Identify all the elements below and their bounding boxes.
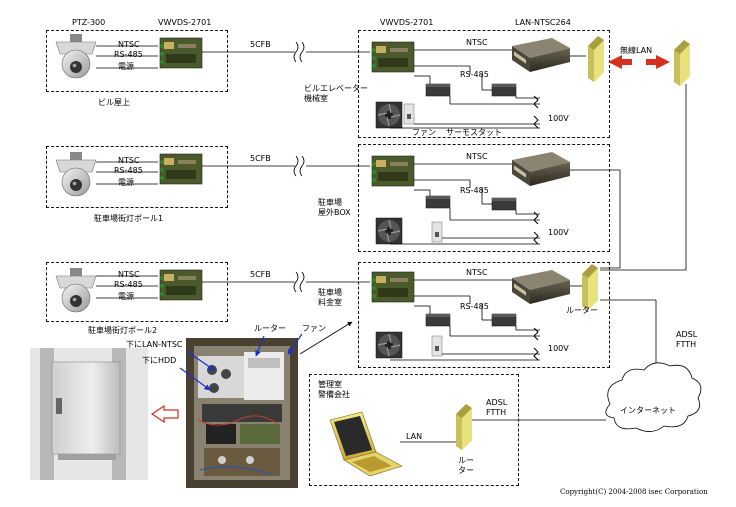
encoder-icon xyxy=(371,41,415,73)
wireless-arrow-icon xyxy=(608,55,632,69)
signal-power-label: 電源 xyxy=(118,178,134,187)
enclosure-photo xyxy=(30,348,148,480)
control-room-adsl-label: ADSL FTTH xyxy=(486,398,508,417)
camera-icon xyxy=(55,151,97,197)
power-supply-icon xyxy=(491,83,517,97)
equipment-location-label: 駐車場 料金室 xyxy=(318,288,342,307)
rs485-label: RS-485 xyxy=(460,186,489,195)
power-supply-icon xyxy=(491,197,517,211)
thermostat-icon xyxy=(431,221,443,243)
video-server-icon xyxy=(512,38,570,72)
row-1 xyxy=(55,33,604,129)
ac-label: 100V xyxy=(548,344,569,353)
encoder-icon xyxy=(159,37,203,69)
signal-power-label: 電源 xyxy=(118,62,134,71)
ntsc-label: NTSC xyxy=(466,268,488,277)
power-supply-icon xyxy=(491,313,517,327)
equipment-box-1 xyxy=(358,30,610,138)
internet-cloud-icon xyxy=(605,362,702,432)
camera-icon xyxy=(55,33,97,79)
camera-location-label: 駐車場街灯ポール2 xyxy=(88,326,158,335)
encoder-model-left-label: VWVDS-2701 xyxy=(158,18,212,27)
ntsc-label: NTSC xyxy=(466,38,488,47)
thermostat-icon xyxy=(403,103,415,125)
row-2 xyxy=(55,151,570,245)
fan-label: ファン xyxy=(412,128,436,137)
router-icon xyxy=(582,264,598,310)
fan-icon xyxy=(375,331,403,359)
ac-label: 100V xyxy=(548,114,569,123)
copyright: Copyright(C) 2004-2008 isec Corporation xyxy=(560,488,708,496)
internet-label: インターネット xyxy=(620,406,676,415)
wireless-ap-icon xyxy=(674,40,690,86)
fan-icon xyxy=(375,217,403,245)
server-model-label: LAN-NTSC264 xyxy=(515,18,571,27)
cable-label: 5CFB xyxy=(250,40,271,49)
camera-box-3 xyxy=(46,262,228,322)
row-3 xyxy=(55,264,598,361)
ac-label: 100V xyxy=(548,228,569,237)
wireless-lan-label: 無線LAN xyxy=(620,46,653,55)
control-room-title: 管理室 警備会社 xyxy=(318,380,350,399)
signal-power-label: 電源 xyxy=(118,292,134,301)
cable-label: 5CFB xyxy=(250,270,271,279)
camera-model-label: PTZ-300 xyxy=(72,18,106,27)
photo-label-hdd: 下にHDD xyxy=(142,356,177,365)
encoder-icon xyxy=(371,271,415,303)
lan-label: LAN xyxy=(406,432,423,441)
cable-label: 5CFB xyxy=(250,154,271,163)
power-supply-icon xyxy=(425,195,451,209)
signal-ntsc-label: NTSC xyxy=(118,270,140,279)
equipment-box-3 xyxy=(358,262,610,368)
encoder-icon xyxy=(159,153,203,185)
fan-icon xyxy=(375,101,403,129)
video-server-icon xyxy=(512,152,570,186)
signal-ntsc-label: NTSC xyxy=(118,40,140,49)
camera-box-2 xyxy=(46,146,228,208)
equipment-location-label: 駐車場 屋外BOX xyxy=(318,198,351,217)
cabinet-interior-photo xyxy=(186,338,298,488)
video-server-icon xyxy=(512,270,570,304)
photo-arrow-icon xyxy=(150,404,179,424)
signal-ntsc-label: NTSC xyxy=(118,156,140,165)
wireless-ap-icon xyxy=(588,36,604,82)
camera-location-label: ビル屋上 xyxy=(98,98,130,107)
router-icon xyxy=(456,404,472,450)
signal-rs485-label: RS-485 xyxy=(114,50,143,59)
thermostat-label: サーモスタット xyxy=(446,128,502,137)
signal-rs485-label: RS-485 xyxy=(114,280,143,289)
photo-label-lan-ntsc: 下にLAN-NTSC xyxy=(126,340,183,349)
control-room-box xyxy=(309,374,519,486)
camera-box-1 xyxy=(46,30,228,92)
power-supply-icon xyxy=(425,313,451,327)
encoder-model-right-label: VWVDS-2701 xyxy=(380,18,434,27)
router-label: ルーター xyxy=(566,306,598,315)
rs485-label: RS-485 xyxy=(460,70,489,79)
encoder-icon xyxy=(371,155,415,187)
encoder-icon xyxy=(159,269,203,301)
camera-location-label: 駐車場街灯ポール1 xyxy=(94,214,164,223)
equipment-location-label: ビルエレベーター 機械室 xyxy=(304,84,368,103)
photo-label-router: ルーター xyxy=(254,324,286,333)
equipment-box-2 xyxy=(358,144,610,252)
power-supply-icon xyxy=(425,83,451,97)
camera-icon xyxy=(55,267,97,313)
rs485-label: RS-485 xyxy=(460,302,489,311)
laptop-icon xyxy=(329,411,403,477)
ntsc-label: NTSC xyxy=(466,152,488,161)
thermostat-icon xyxy=(431,335,443,357)
control-router-label: ルー ター xyxy=(458,456,474,475)
photo-label-fan: ファン xyxy=(302,324,326,333)
adsl-ftth-label: ADSL FTTH xyxy=(676,330,698,349)
wireless-arrow-icon xyxy=(646,55,670,69)
signal-rs485-label: RS-485 xyxy=(114,166,143,175)
